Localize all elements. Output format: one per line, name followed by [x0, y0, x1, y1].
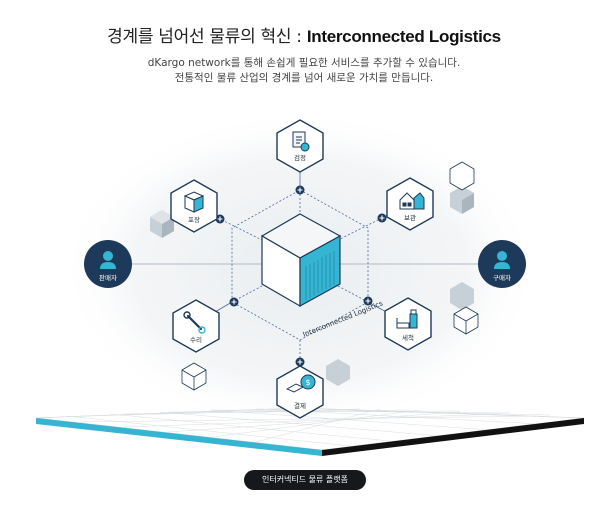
svg-text:$: $	[305, 378, 310, 387]
plus-markers	[215, 185, 387, 367]
service-node-inspection: 검정	[276, 119, 324, 173]
title-prefix: 경계를 넘어선 물류의 혁신 :	[107, 27, 307, 47]
page-subtitle: dKargo network를 통해 손쉽게 필요한 서비스를 추가할 수 있습…	[0, 56, 608, 86]
inspection-label: 검정	[294, 153, 306, 162]
box-icon	[183, 191, 205, 213]
person-icon	[100, 251, 116, 269]
platform-slab	[35, 407, 585, 456]
service-node-storage: 보관	[386, 177, 434, 231]
actor-seller: 판매자	[84, 240, 132, 288]
buyer-label: 구매자	[493, 273, 511, 282]
service-node-packaging: 포장	[170, 179, 218, 233]
page-title: 경계를 넘어선 물류의 혁신 : Interconnected Logistic…	[0, 22, 608, 47]
actor-buyer: 구매자	[478, 240, 526, 288]
cleaning-label: 세척	[402, 333, 414, 342]
person-icon	[494, 251, 510, 269]
warehouse-icon	[399, 192, 425, 210]
subtitle-line-2: 전통적인 물류 산업의 경계를 넘어 새로운 가치를 만듭니다.	[174, 72, 434, 84]
payment-coin-icon: $	[285, 374, 316, 393]
title-emphasis: Interconnected Logistics	[306, 27, 501, 46]
wrench-icon	[183, 311, 206, 334]
outline-cube-top-right	[449, 161, 475, 191]
clipboard-icon	[292, 131, 310, 152]
storage-label: 보관	[404, 213, 416, 222]
spray-bottle-icon	[396, 309, 418, 329]
payment-label: 결제	[294, 401, 306, 410]
seller-label: 판매자	[99, 273, 117, 282]
decorative-cubes	[150, 161, 479, 391]
service-node-repair: 수리	[172, 299, 220, 353]
subtitle-line-1: dKargo network를 통해 손쉽게 필요한 서비스를 추가할 수 있습…	[147, 57, 461, 69]
repair-label: 수리	[190, 335, 202, 344]
packaging-label: 포장	[188, 215, 200, 224]
service-node-cleaning: 세척	[384, 297, 432, 351]
platform-badge: 인터커넥티드 물류 플랫폼	[244, 470, 366, 490]
service-node-payment: $ 결제	[276, 365, 324, 419]
